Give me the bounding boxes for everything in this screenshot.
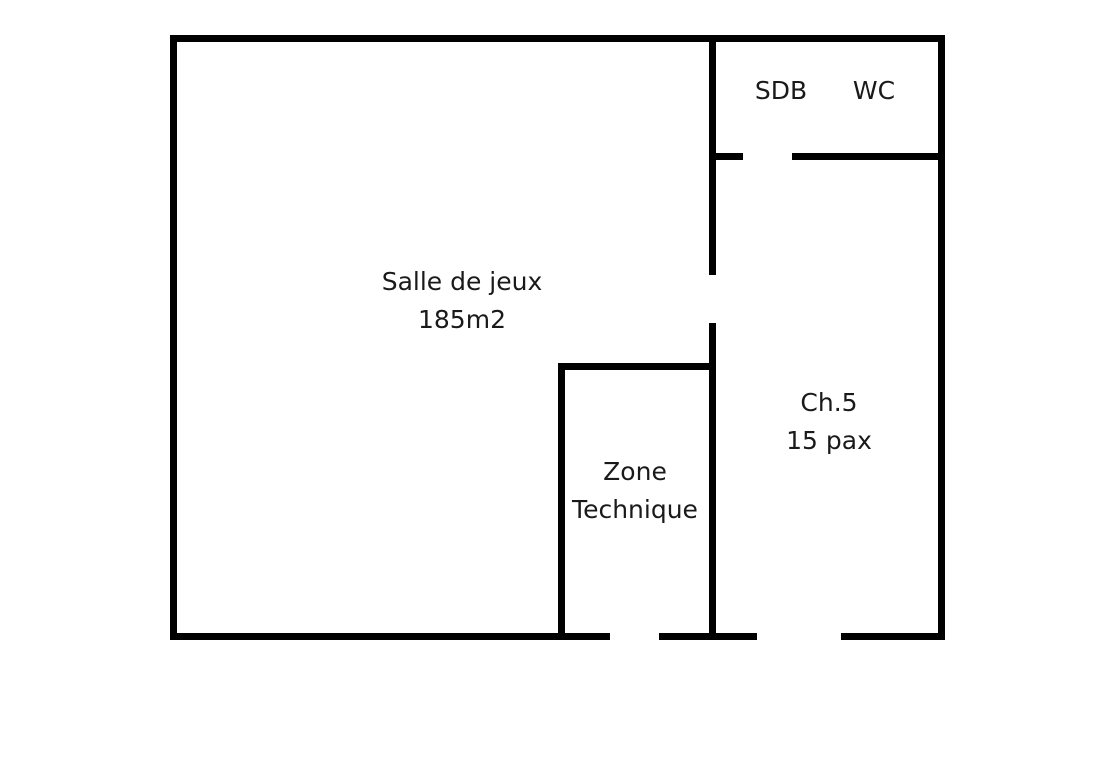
wall-bottom-segment-1 (170, 633, 610, 640)
room-label-wc: WC (834, 72, 914, 110)
room-name-line2: Technique (572, 495, 698, 524)
room-name: Ch.5 (800, 388, 858, 417)
room-label-sdb: SDB (741, 72, 821, 110)
wall-left (170, 35, 177, 640)
wall-zone-technique-top (558, 363, 716, 370)
room-label-chambre-5: Ch.5 15 pax (769, 384, 889, 460)
wall-bottom-segment-2 (659, 633, 757, 640)
room-label-salle-de-jeux: Salle de jeux 185m2 (362, 263, 562, 339)
room-name: WC (852, 76, 896, 105)
room-name: Salle de jeux (381, 267, 543, 296)
wall-zone-technique-left (558, 363, 565, 640)
room-capacity: 15 pax (786, 426, 872, 455)
room-name: SDB (754, 76, 808, 105)
room-area: 185m2 (418, 305, 506, 334)
room-name: Zone (603, 457, 667, 486)
wall-sdb-right (792, 153, 945, 160)
wall-sdb-left (709, 153, 743, 160)
wall-bottom-segment-3 (841, 633, 945, 640)
room-label-zone-technique: Zone Technique (560, 453, 710, 529)
wall-right (938, 35, 945, 640)
wall-top (170, 35, 945, 42)
wall-divider-lower (709, 323, 716, 640)
